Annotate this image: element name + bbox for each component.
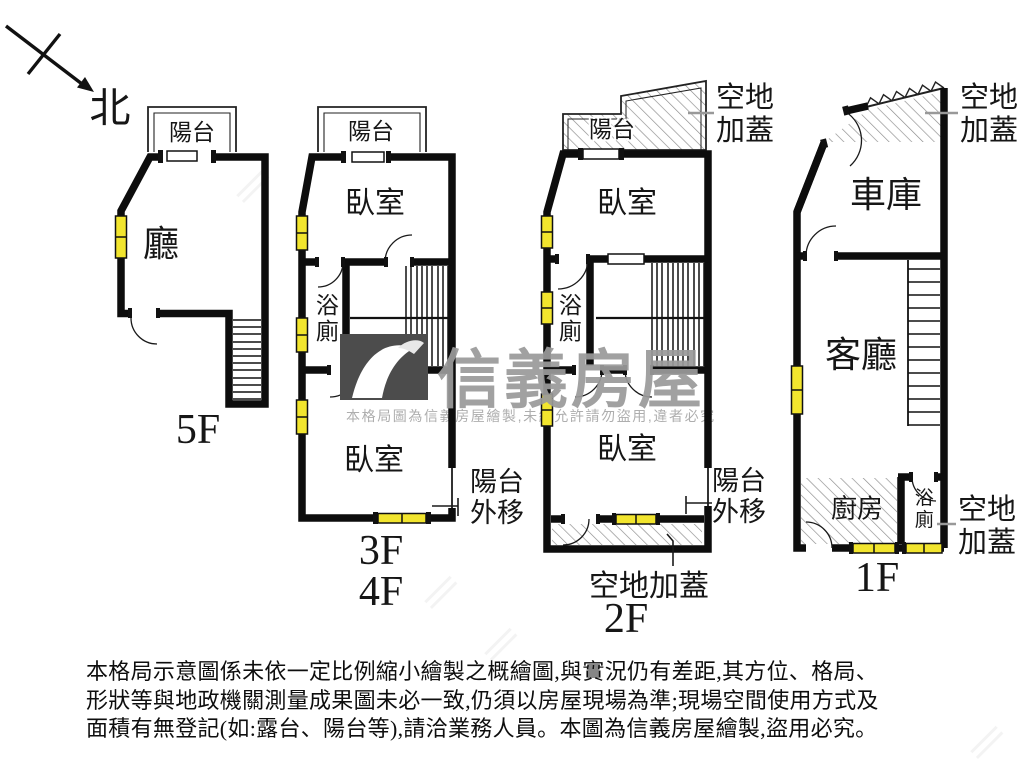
floor-label-2f: 2F <box>603 596 649 642</box>
floor-label-1f: 1F <box>854 555 900 601</box>
windows-2f <box>540 215 660 525</box>
floor-label-3f: 3F <box>358 528 404 574</box>
fence-zigzag-1f <box>865 81 945 108</box>
bedroom-bottom-label-2f: 臥室 <box>597 433 657 466</box>
balcony-label-3f4f: 陽台 <box>348 119 394 144</box>
stairs-2f <box>596 263 705 366</box>
plan-5f <box>114 106 269 408</box>
hall-label-5f: 廳 <box>142 224 180 264</box>
windows-3f4f <box>295 215 431 524</box>
watermark-notice: 本格局圖為信義房屋繪製,未經允許請勿盜用,違者必究 <box>346 408 716 424</box>
bedroom-bottom-label-3f4f: 臥室 <box>344 444 404 477</box>
north-label: 北 <box>89 85 131 131</box>
cover-area-1f <box>824 91 944 142</box>
plan-1f <box>790 81 958 554</box>
cover-strip-2f <box>552 524 702 545</box>
note-cover-bottom-1f: 空地加蓋 <box>958 494 1017 560</box>
floor-label-4f: 4F <box>358 569 404 615</box>
windows-1f <box>790 365 943 554</box>
note-cover-top-1f: 空地加蓋 <box>960 82 1019 148</box>
note-balcony-moved-3f4f: 陽台外移 <box>470 467 524 528</box>
balcony-5f <box>147 106 237 152</box>
bedroom-top-label-3f4f: 臥室 <box>345 187 405 220</box>
balcony-label-5f: 陽台 <box>169 120 215 145</box>
balcony-3f4f <box>317 106 427 152</box>
stairs-5f <box>233 319 261 400</box>
living-room-label-1f: 客廳 <box>824 335 898 375</box>
kitchen-hatch-1f <box>801 478 897 544</box>
disclaimer-line-1: 本格局示意圖係未依一定比例縮小繪製之概繪圖,與實況仍有差距,其方位、格局、 <box>86 659 879 684</box>
disclaimer-line-2: 形狀等與地政機關測量成果圖未必一致,仍須以房屋現場為準;現場空間使用方式及 <box>86 687 879 713</box>
sinyi-logo <box>340 334 428 400</box>
pointer-balcony-moved-3f4f <box>432 498 459 516</box>
balcony-2f-hatched <box>562 79 707 151</box>
disclaimer-line-3: 面積有無登記(如:露台、陽台等),請洽業務人員。本圖為信義房屋繪製,盜用必究。 <box>86 716 878 741</box>
bathroom-label-1f: 浴廁 <box>914 488 934 531</box>
garage-label-1f: 車庫 <box>849 175 923 215</box>
plan-2f <box>540 79 714 566</box>
stairs-1f <box>907 260 940 426</box>
bathroom-label-3f4f: 浴廁 <box>315 293 339 345</box>
bathroom-label-2f: 浴廁 <box>558 293 582 345</box>
note-cover-bottom-2f: 空地加蓋 <box>589 570 709 603</box>
pointer-balcony-moved-2f <box>685 496 712 514</box>
note-cover-top-2f: 空地加蓋 <box>716 82 775 148</box>
floor-label-5f: 5F <box>175 407 221 453</box>
disclaimer: 本格局示意圖係未依一定比例縮小繪製之概繪圖,與實況仍有差距,其方位、格局、 形狀… <box>86 658 879 744</box>
north-arrow <box>4 24 94 92</box>
pointer-cover-bottom-2f <box>666 533 674 566</box>
walls-5f <box>117 153 269 408</box>
note-balcony-moved-2f: 陽台外移 <box>712 466 766 527</box>
watermark-brand: 信義房屋 <box>437 344 705 416</box>
bedroom-top-label-2f: 臥室 <box>597 187 657 220</box>
balcony-label-2f: 陽台 <box>589 117 635 142</box>
kitchen-label-1f: 廚房 <box>830 494 884 524</box>
